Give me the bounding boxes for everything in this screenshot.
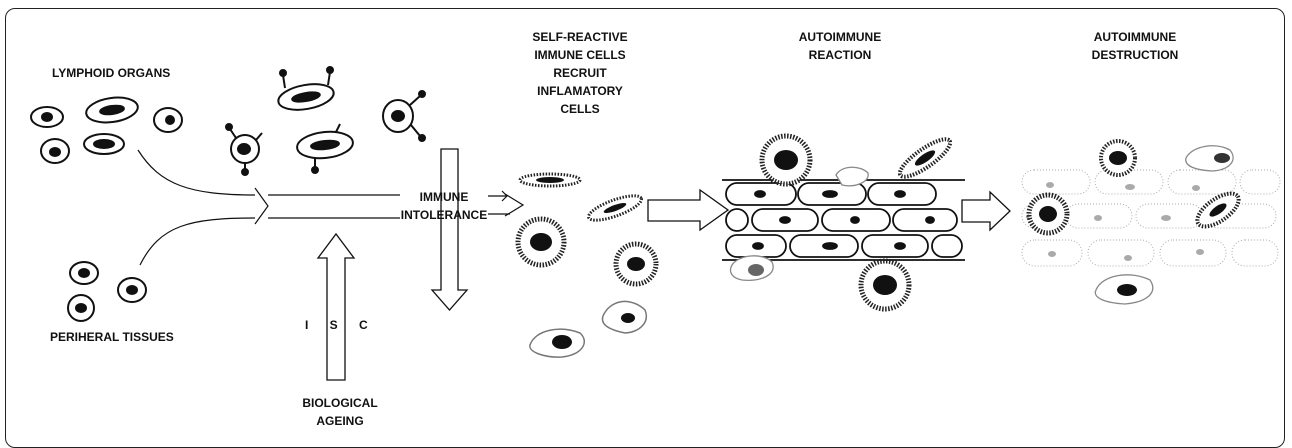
label-immune-intolerance-line2: INTOLERANCE: [400, 208, 488, 222]
label-lymphoid-organs: LYMPHOID ORGANS: [52, 66, 171, 80]
label-autoimmune-reaction-line2: REACTION: [808, 48, 872, 62]
down-arrow: [430, 148, 469, 311]
reaction-tissue: [722, 179, 965, 261]
peripheral-cells: [67, 261, 147, 322]
lymphoid-cells: [30, 96, 183, 164]
label-autoimmune-destruction-line2: DESTRUCTION: [1091, 48, 1179, 62]
reaction-inflammatory-cells: [729, 133, 953, 312]
label-biological-ageing: BIOLOGICAL AGEING: [290, 394, 390, 430]
activated-cells: [225, 66, 426, 176]
label-immune-intolerance-line1: IMMUNE: [419, 190, 469, 204]
label-self-reactive-line4: INFLAMATORY: [537, 84, 623, 98]
label-self-reactive-line1: SELF-REACTIVE: [532, 30, 628, 44]
label-biological-ageing-line2: AGEING: [316, 414, 364, 428]
label-self-reactive-line2: IMMUNE CELLS: [534, 48, 626, 62]
label-immune-intolerance: IMMUNE INTOLERANCE: [400, 188, 488, 224]
intolerance-arrows: [488, 190, 525, 217]
label-isc: I S C: [305, 318, 377, 332]
label-autoimmune-destruction: AUTOIMMUNE DESTRUCTION: [1080, 28, 1190, 64]
flow-arrow: [137, 149, 400, 266]
label-self-reactive-line3: RECRUIT: [553, 66, 607, 80]
label-peripheral-tissues: PERIHERAL TISSUES: [50, 330, 174, 344]
destruction-arrow: [961, 190, 1011, 232]
label-self-reactive-line5: CELLS: [560, 102, 600, 116]
isc-up-arrow: [316, 232, 356, 381]
self-reactive-cells: [515, 172, 659, 358]
label-self-reactive: SELF-REACTIVE IMMUNE CELLS RECRUIT INFLA…: [520, 28, 640, 118]
label-autoimmune-destruction-line1: AUTOIMMUNE: [1093, 30, 1177, 44]
diagram-canvas: [30, 66, 1281, 381]
destruction-inflammatory-cells: [1026, 139, 1241, 305]
reaction-arrow: [647, 188, 730, 232]
label-autoimmune-reaction: AUTOIMMUNE REACTION: [790, 28, 890, 64]
label-biological-ageing-line1: BIOLOGICAL: [302, 396, 378, 410]
label-autoimmune-reaction-line1: AUTOIMMUNE: [798, 30, 882, 44]
